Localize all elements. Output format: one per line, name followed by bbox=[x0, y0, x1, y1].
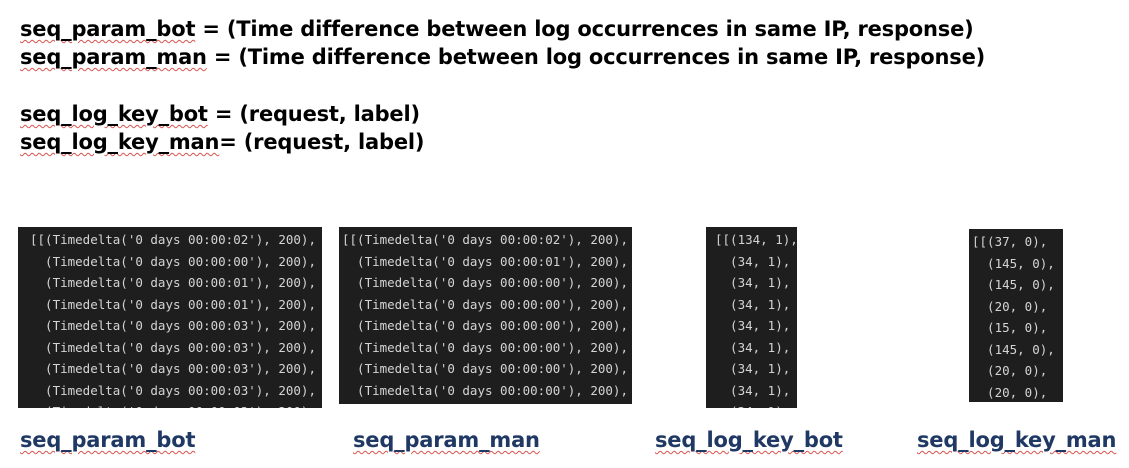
code-line: (Timedelta('0 days 00:00:00'), 200), bbox=[30, 253, 316, 269]
code-line: [[(Timedelta('0 days 00:00:02'), 200), bbox=[30, 232, 316, 247]
definition-text: = (request, label) bbox=[219, 130, 425, 154]
code-line: (34, 1), bbox=[715, 361, 791, 376]
code-line: (Timedelta('0 days 00:00:00'), 200), bbox=[342, 339, 628, 355]
code-line: (Timedelta('0 days 00:00:01'), 200), bbox=[30, 296, 316, 312]
code-line: (34, 1), bbox=[715, 339, 791, 355]
code-line: [[(Timedelta('0 days 00:00:02'), 200), bbox=[342, 232, 628, 247]
definition-text: = (request, label) bbox=[207, 102, 420, 126]
panel-caption: seq_param_bot bbox=[20, 428, 196, 452]
definition-name: seq_log_key_man bbox=[20, 130, 220, 154]
code-line: (Timedelta('0 days 00:00:01'), 200), bbox=[342, 253, 628, 269]
definition-text: = (Time difference between log occurrenc… bbox=[206, 45, 986, 69]
code-line: (Timedelta('0 days 00:00:00'), 200), bbox=[342, 275, 628, 290]
code-line: (Timedelta('0 days 00:00:00'), 200), bbox=[342, 361, 628, 376]
code-line: (Timedelta('0 days 00:00:03'), 200), bbox=[30, 361, 316, 376]
code-line: (Timedelta('0 days 00:00:03'), 200), bbox=[30, 404, 316, 408]
code-line: (15, 0), bbox=[972, 320, 1048, 335]
code-line: (145, 0), bbox=[972, 255, 1055, 271]
code-line: (20, 0), bbox=[972, 298, 1048, 314]
definition-line: seq_param_man = (Time difference between… bbox=[20, 45, 985, 69]
code-line: [[(37, 0), bbox=[972, 234, 1048, 249]
panel-caption: seq_log_key_man bbox=[917, 428, 1117, 452]
panel-caption: seq_param_man bbox=[353, 428, 540, 452]
code-output-panel: [[(37, 0), (145, 0), (145, 0), (20, 0), … bbox=[969, 229, 1063, 402]
code-line: (Timedelta('0 days 00:00:03'), 200), bbox=[30, 339, 316, 355]
definition-line: seq_log_key_man= (request, label) bbox=[20, 130, 424, 154]
definition-line: seq_param_bot = (Time difference between… bbox=[20, 17, 974, 41]
code-line: [[(134, 1), bbox=[715, 232, 797, 247]
code-line: (Timedelta('0 days 00:00:01'), 200), bbox=[30, 275, 316, 290]
code-output-panel: [[(Timedelta('0 days 00:00:02'), 200), (… bbox=[339, 227, 632, 404]
panel-caption: seq_log_key_bot bbox=[655, 428, 843, 452]
code-line: (34, 1), bbox=[715, 253, 791, 269]
code-line: (145, 0), bbox=[972, 341, 1055, 357]
code-line: (34, 1), bbox=[715, 318, 791, 333]
definition-name: seq_log_key_bot bbox=[20, 102, 208, 126]
code-line: (20, 0), bbox=[972, 363, 1048, 378]
code-line: (145, 0), bbox=[972, 277, 1055, 292]
definition-text: = (Time difference between log occurrenc… bbox=[195, 17, 974, 41]
code-output-panel: [[(134, 1), (34, 1), (34, 1), (34, 1), (… bbox=[706, 227, 797, 408]
code-line: (Timedelta('0 days 00:00:00'), 200), bbox=[342, 318, 628, 333]
code-line: (34, 1), bbox=[715, 382, 791, 398]
code-line: (20, 0), bbox=[972, 384, 1048, 400]
code-line: (Timedelta('0 days 00:00:00'), 200), bbox=[342, 296, 628, 312]
code-line: (Timedelta('0 days 00:00:03'), 200), bbox=[30, 382, 316, 398]
code-line: (Timedelta('0 days 00:00:03'), 200), bbox=[30, 318, 316, 333]
code-line: (34, 1), bbox=[715, 296, 791, 312]
definition-name: seq_param_bot bbox=[20, 17, 196, 41]
code-line: (Timedelta('0 days 00:00:00'), 200), bbox=[342, 382, 628, 398]
code-line: (34, 1), bbox=[715, 404, 790, 408]
definition-name: seq_param_man bbox=[20, 45, 207, 69]
code-line: (34, 1), bbox=[715, 275, 791, 290]
definition-line: seq_log_key_bot = (request, label) bbox=[20, 102, 420, 126]
code-output-panel: [[(Timedelta('0 days 00:00:02'), 200), (… bbox=[18, 227, 322, 408]
